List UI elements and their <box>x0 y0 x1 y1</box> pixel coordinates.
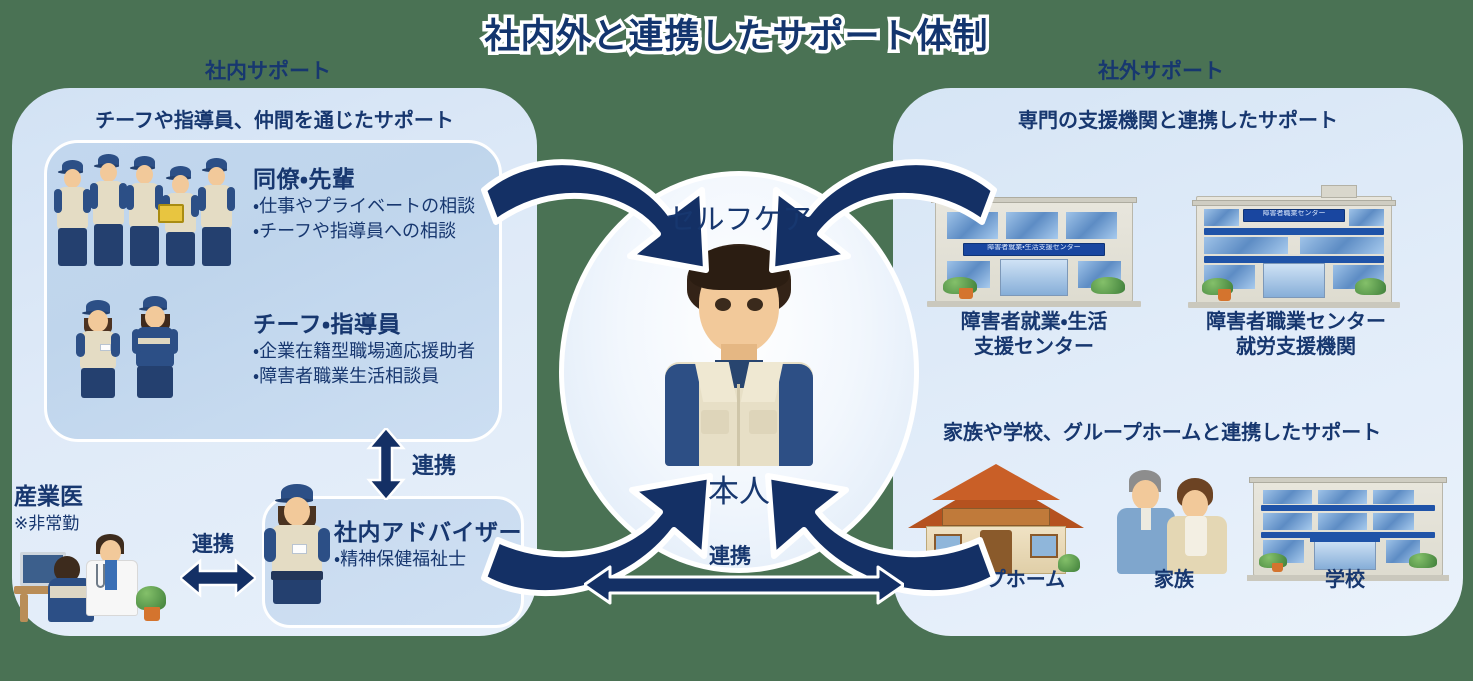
five-workers-illustration <box>52 148 235 270</box>
chief-line-2: ・障害者職業生活相談員 <box>253 366 440 387</box>
school-building-illustration <box>1247 477 1449 581</box>
two-supervisors-illustration <box>72 290 198 398</box>
section-caption-internal: 社内サポート <box>205 60 331 83</box>
advisor-illustration <box>262 484 332 604</box>
page-title: 社内外と連携したサポート体制 <box>481 14 991 60</box>
chief-heading: チーフ・指導員 <box>253 311 401 337</box>
central-person-illustration <box>651 244 827 466</box>
section-caption-external: 社外サポート <box>1098 60 1224 83</box>
chief-line-1: ・企業在籍型職場適応援助者 <box>253 340 476 361</box>
group-home-label: グループホーム <box>926 569 1066 591</box>
school-label: 学校 <box>1325 569 1365 591</box>
center-link-label: 連携 <box>709 545 751 568</box>
agency-building-2-label: 障害者職業センター 就労支援機関 <box>1185 310 1407 360</box>
link-label-vertical: 連携 <box>412 453 457 478</box>
agency-2-label-line2: 就労支援機関 <box>1236 336 1356 358</box>
agency-building-2-illustration: 障害者職業センター <box>1188 185 1400 309</box>
chief-text-block: チーフ・指導員 ・企業在籍型職場適応援助者 ・障害者職業生活相談員 <box>253 310 475 390</box>
agency-1-label-line2: 支援センター <box>974 336 1094 358</box>
agency-building-1-sign: 障害者就業・生活支援センター <box>962 242 1106 257</box>
doctor-consultation-illustration <box>10 512 178 624</box>
group-home-illustration <box>908 464 1084 574</box>
advisor-line: ・精神保健福祉士 <box>334 548 467 569</box>
agency-building-2-sign: 障害者職業センター <box>1243 208 1345 222</box>
self-care-label: セルフケア <box>666 204 812 236</box>
family-couple-illustration <box>1117 470 1231 574</box>
person-label: 本人 <box>708 474 770 509</box>
occupational-doctor-title: 産業医 <box>14 483 83 509</box>
family-label: 家族 <box>1154 569 1194 591</box>
colleagues-heading: 同僚・先輩 <box>253 166 356 192</box>
external-support-heading: 専門の支援機関と連携したサポート <box>1018 110 1338 132</box>
advisor-heading: 社内アドバイザー <box>334 519 522 545</box>
colleagues-line-2: ・チーフや指導員への相談 <box>253 221 457 242</box>
internal-support-heading: チーフや指導員、仲間を通じたサポート <box>95 110 454 132</box>
agency-building-1-illustration: 障害者就業・生活支援センター <box>927 197 1141 308</box>
family-support-heading: 家族や学校、グループホームと連携したサポート <box>943 422 1382 444</box>
link-label-horizontal-left: 連携 <box>192 533 234 556</box>
occupational-doctor-label: 産業医 ※非常勤 <box>14 482 83 537</box>
colleagues-text-block: 同僚・先輩 ・仕事やプライベートの相談 ・チーフや指導員への相談 <box>253 165 475 245</box>
agency-1-label-line1: 障害者就業・生活 <box>960 311 1108 333</box>
occupational-doctor-note: ※非常勤 <box>14 513 80 533</box>
agency-building-1-label: 障害者就業・生活 支援センター <box>925 310 1143 360</box>
agency-2-label-line1: 障害者職業センター <box>1206 311 1386 333</box>
colleagues-line-1: ・仕事やプライベートの相談 <box>253 195 476 216</box>
advisor-text-block: 社内アドバイザー ・精神保健福祉士 <box>334 518 522 572</box>
